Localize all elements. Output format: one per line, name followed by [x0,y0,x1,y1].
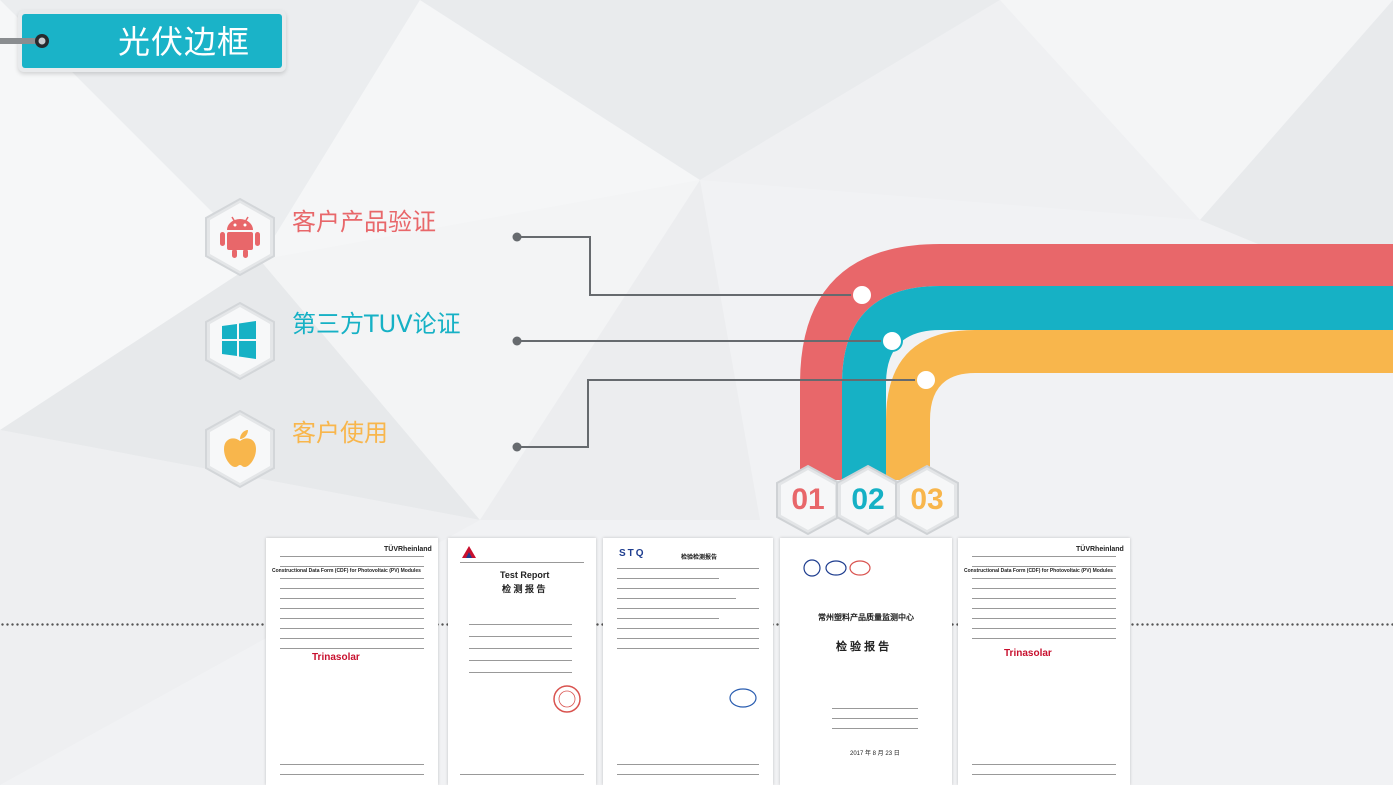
document-tuv-form-2: TÜVRheinland Constructional Data Form (C… [958,538,1130,785]
rope-hook-icon [0,34,49,48]
document-changzhou-report: 常州塑料产品质量监测中心 检 验 报 告 2017 年 8 月 23 日 [780,538,952,785]
document-tuv-form-1: TÜVRheinland Constructional Data Form (C… [266,538,438,785]
hexagon-icon [776,464,840,536]
form-title: Constructional Data Form (CDF) for Photo… [272,568,421,574]
center-title: 常州塑料产品质量监测中心 [818,613,914,622]
document-test-report: Test Report 检 测 报 告 [448,538,596,785]
item-label-customer-use: 客户使用 [292,419,388,447]
test-report-cn: 检 测 报 告 [502,584,546,594]
step-03-badge: 03 [893,464,961,536]
blue-seal-icon [729,688,757,708]
android-icon [205,197,275,277]
page-title: 光伏边框 [118,23,251,61]
document-stq-report: STQ 检验检测报告 [603,538,773,785]
trina-logo: Trinasolar [1004,648,1052,659]
center-date: 2017 年 8 月 23 日 [850,751,900,757]
item-label-tuv-certification: 第三方TUV论证 [292,310,461,338]
hexagon-icon [895,464,959,536]
step-02-badge: 02 [834,464,902,536]
stq-title: 检验检测报告 [681,555,718,561]
red-seal-icon [553,685,581,713]
tuv-logo: TÜVRheinland [1076,546,1124,553]
stq-logo: STQ [619,548,646,559]
hexagon-icon [836,464,900,536]
windows-icon [205,301,275,381]
step-03-text: 03 [910,483,944,516]
step-01-badge: 01 [774,464,842,536]
form-title: Constructional Data Form (CDF) for Photo… [964,568,1113,574]
title-tag: 光伏边框 [18,10,286,72]
title-banner: 光伏边框 [22,14,282,68]
step-02-text: 02 [851,483,885,516]
cert-logos-icon [803,559,871,577]
test-report-title: Test Report [500,570,550,580]
step-01-text: 01 [791,483,825,516]
item-label-product-verification: 客户产品验证 [292,208,436,236]
test-logo-icon [462,546,476,558]
center-report: 检 验 报 告 [836,641,890,653]
trina-logo: Trinasolar [312,652,360,663]
apple-icon [205,409,275,489]
tuv-logo: TÜVRheinland [384,546,432,553]
